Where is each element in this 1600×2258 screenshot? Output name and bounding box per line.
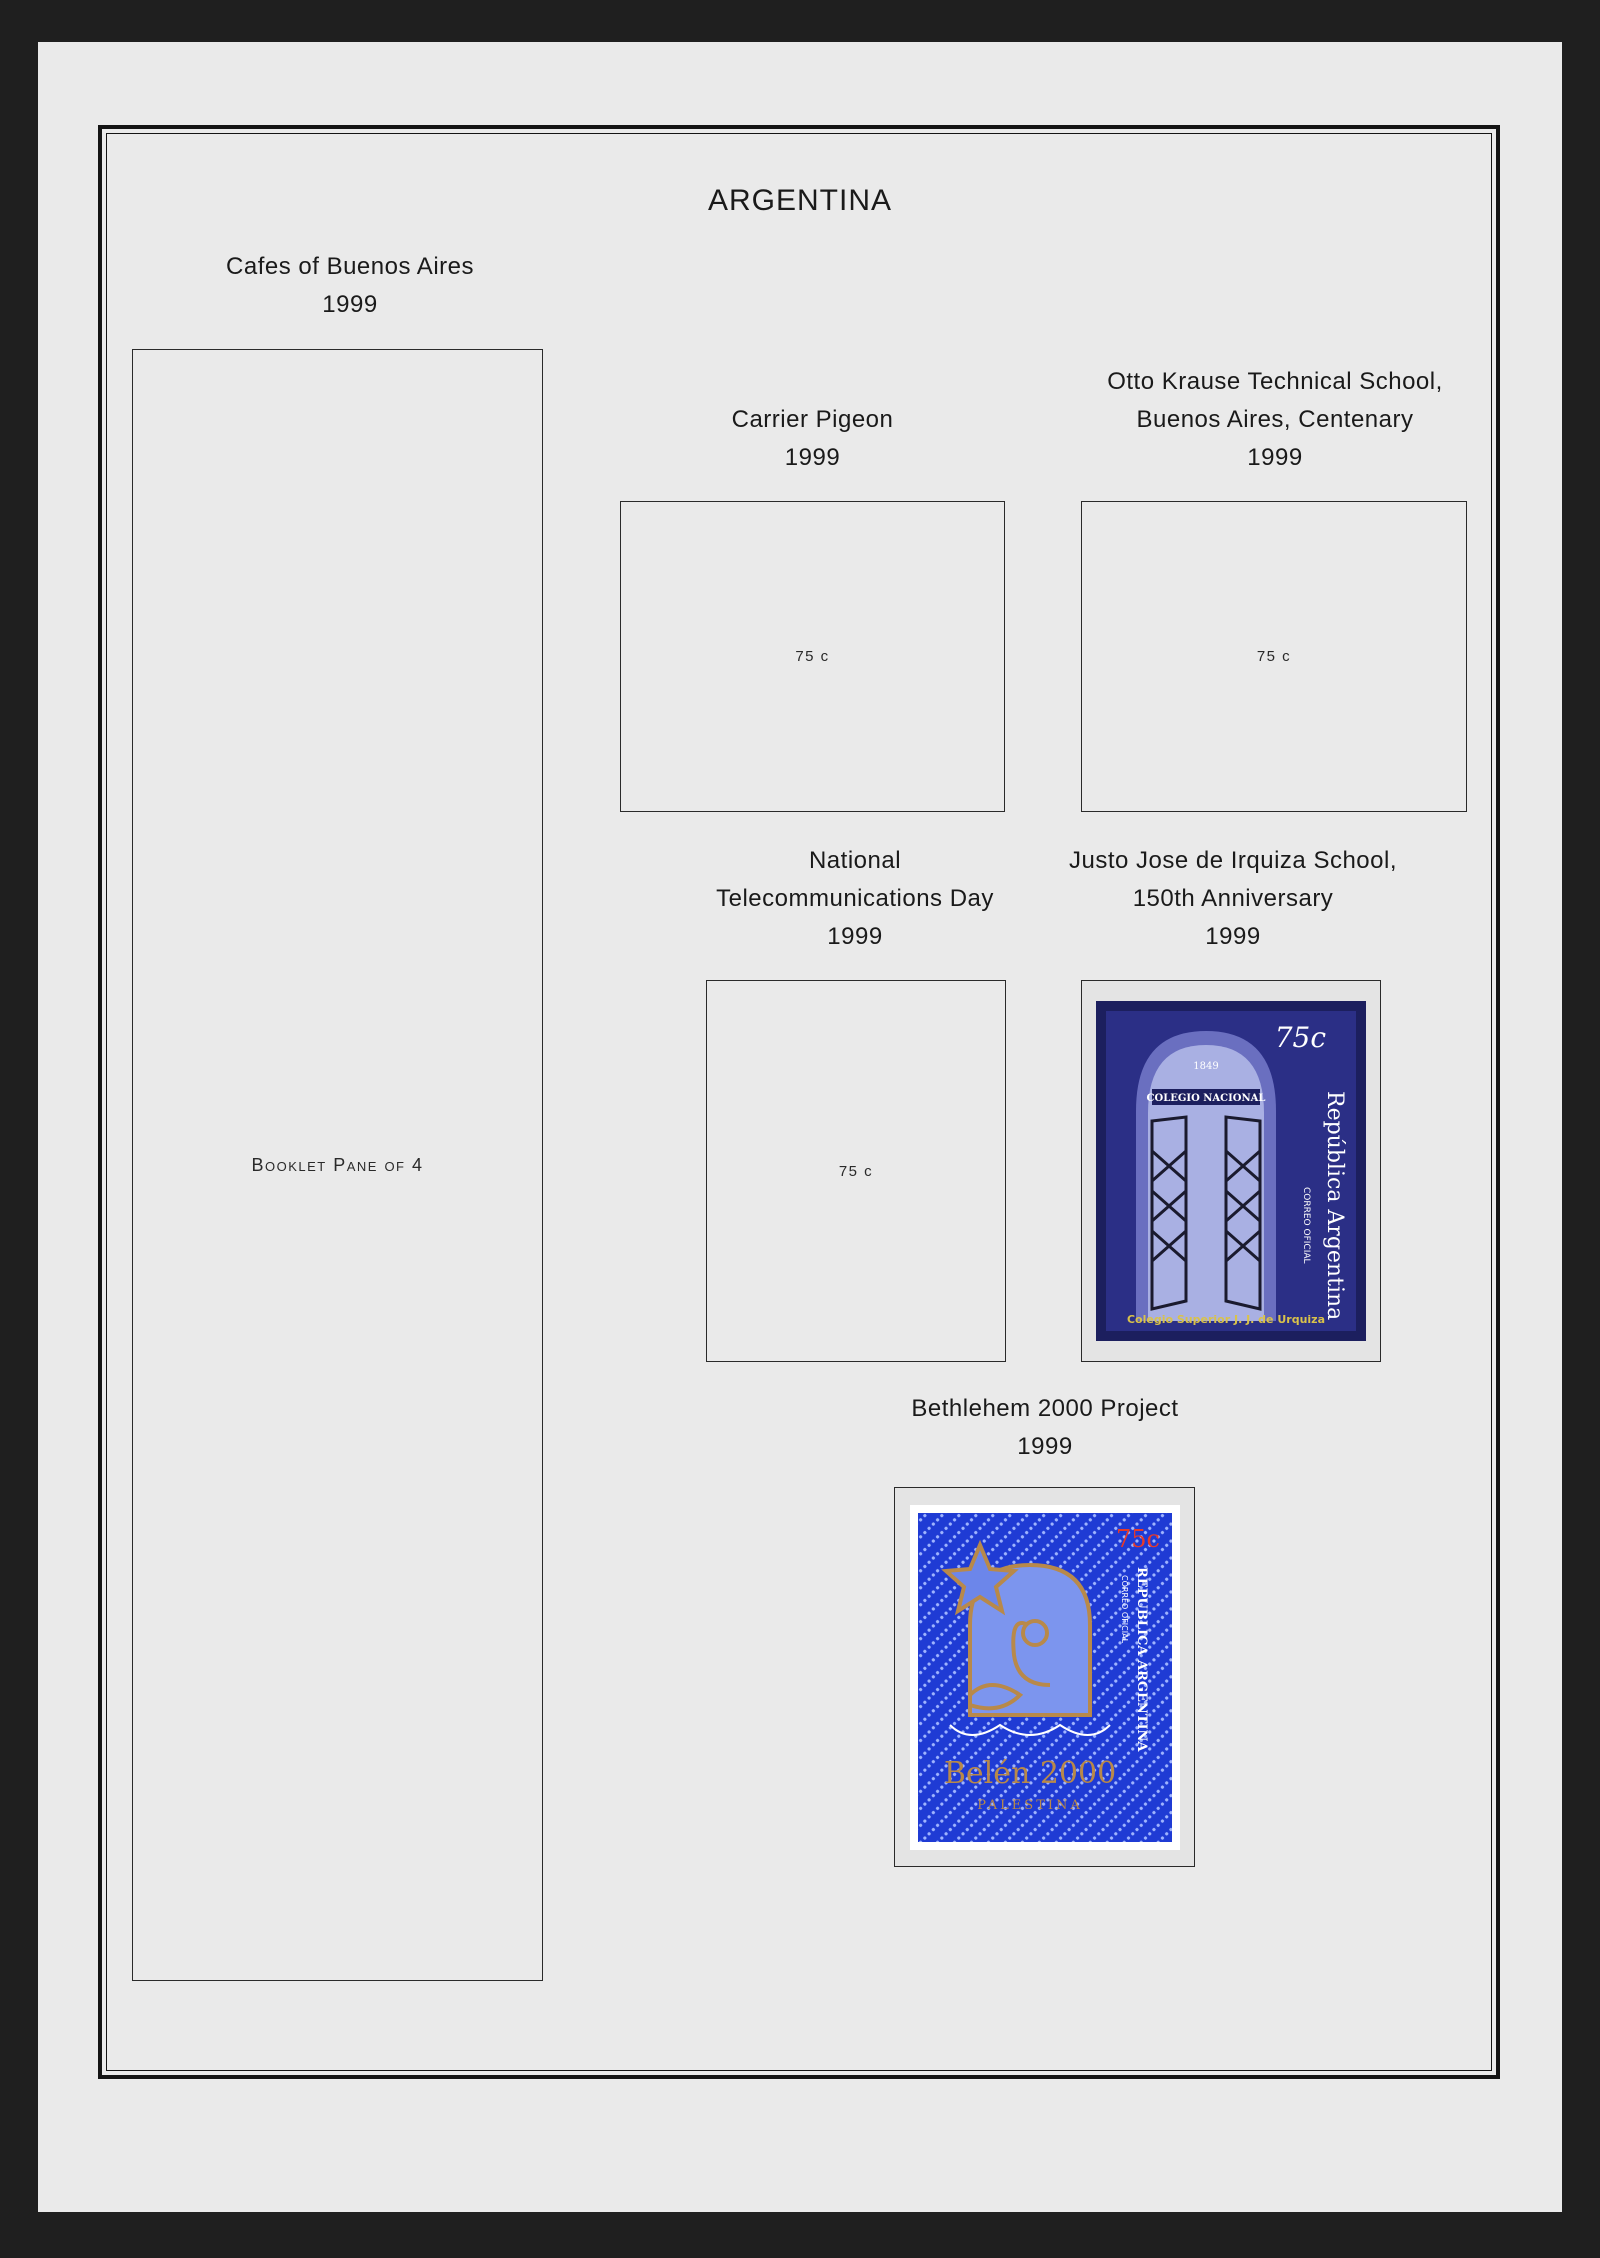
caption-pigeon-title: Carrier Pigeon [731,406,894,433]
caption-cafes: Cafes of Buenos Aires 1999 [160,248,540,324]
stamp-justo-archway-light [1148,1045,1264,1321]
stamp-bethlehem-sub-text: PALESTINA [977,1798,1083,1813]
stamp-box-justo[interactable]: COLEGIO NACIONAL 1849 75c República Arge… [1081,980,1381,1362]
caption-telecom-title-line2: Telecommunications Day [716,885,994,912]
stamp-justo-sign [1152,1089,1260,1105]
stamp-bethlehem-country: REPUBLICA ARGENTINA [1134,1567,1149,1752]
caption-otto-title-line2: Buenos Aires, Centenary [1136,406,1414,433]
caption-justo-year: 1999 [1205,923,1261,950]
stamp-justo-bottom-text: Colegio Superior J. J. de Urquiza [1127,1313,1325,1326]
stamp-justo: COLEGIO NACIONAL 1849 75c República Arge… [1096,1001,1366,1341]
stamp-box-telecom-label: 75 c [838,1162,874,1180]
page-border-outer [98,125,1500,2079]
stamp-box-pigeon-label: 75 c [795,648,830,665]
caption-otto: Otto Krause Technical School, Buenos Air… [1075,363,1475,477]
stamp-bethlehem-star [940,1539,1019,1615]
caption-pigeon: Carrier Pigeon 1999 [620,401,1005,477]
stamp-justo-arch-text: COLEGIO NACIONAL [1147,1093,1266,1104]
stamp-bethlehem-mary-figure [968,1618,1050,1710]
stamp-box-pigeon[interactable]: 75 c [620,501,1005,812]
caption-pigeon-year: 1999 [784,444,841,471]
caption-telecom-year: 1999 [827,923,883,950]
page-border-inner [106,133,1492,2071]
stamp-box-otto[interactable]: 75 c [1081,501,1467,812]
caption-otto-year: 1999 [1247,444,1303,471]
stamp-box-bethlehem[interactable]: Belén 2000 PALESTINA 75c REPUBLICA ARGEN… [894,1487,1195,1867]
stamp-justo-year-plaque: 1849 [1193,1061,1218,1072]
caption-cafes-year: 1999 [322,291,378,318]
stamp-bethlehem-main-text: Belén 2000 [943,1756,1115,1791]
caption-justo: Justo Jose de Irquiza School, 150th Anni… [1040,842,1426,956]
stamp-bethlehem: Belén 2000 PALESTINA 75c REPUBLICA ARGEN… [909,1504,1180,1850]
stamp-justo-service: CORREO OFICIAL [1301,1187,1311,1264]
stamp-bethlehem-value: 75c [1116,1525,1160,1553]
caption-telecom-title-line1: National [808,847,902,874]
caption-bethlehem-year: 1999 [1017,1433,1073,1460]
stamp-box-otto-label: 75 c [1256,648,1292,665]
caption-justo-title-line1: Justo Jose de Irquiza School, [1068,847,1397,874]
caption-bethlehem: Bethlehem 2000 Project 1999 [860,1390,1230,1466]
caption-otto-title-line1: Otto Krause Technical School, [1107,368,1443,395]
stamp-bethlehem-service: CORREO OFICIAL [1120,1575,1129,1644]
stamp-bethlehem-signature [948,1723,1111,1736]
stamp-box-cafes-label: Booklet Pane of 4 [251,1154,424,1175]
caption-cafes-title: Cafes of Buenos Aires [226,253,474,280]
stamp-box-telecom[interactable]: 75 c [706,980,1006,1362]
stamp-box-cafes[interactable]: Booklet Pane of 4 [132,349,543,1981]
caption-telecom: National Telecommunications Day 1999 [670,842,1040,956]
caption-bethlehem-title: Bethlehem 2000 Project [911,1395,1179,1422]
page-title: ARGENTINA [707,184,893,217]
stamp-justo-gate [1150,1115,1262,1311]
stamp-justo-value: 75c [1275,1021,1327,1054]
caption-justo-title-line2: 150th Anniversary [1132,885,1334,912]
stamp-justo-country: República Argentina [1322,1091,1347,1320]
